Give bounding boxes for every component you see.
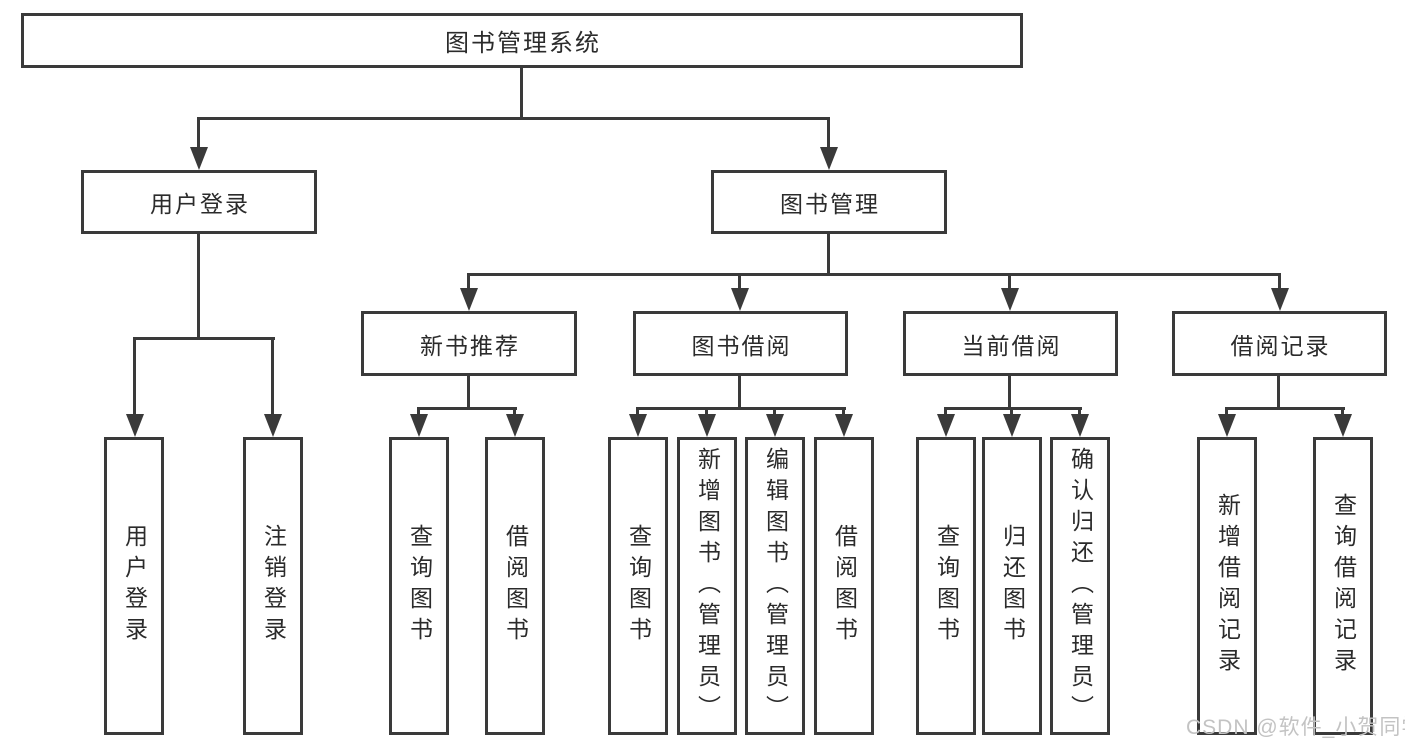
connector-line xyxy=(513,407,516,416)
node-query-books-recommend-label: 查询图书 xyxy=(406,524,433,648)
connector-line xyxy=(636,407,639,416)
node-logout: 注销登录 xyxy=(243,437,303,735)
arrowhead-icon xyxy=(820,147,838,170)
node-query-books-current: 查询图书 xyxy=(916,437,976,735)
connector-line xyxy=(197,117,200,148)
arrowhead-icon xyxy=(1271,288,1289,311)
connector-line xyxy=(1008,273,1011,290)
arrowhead-icon xyxy=(937,414,955,437)
csdn-watermark: CSDN @软件_小贺同学 xyxy=(1186,716,1405,739)
connector-line xyxy=(468,273,1281,276)
connector-line xyxy=(1225,407,1228,416)
node-new-book-recommendation-label: 新书推荐 xyxy=(420,332,520,359)
node-query-books-borrowing: 查询图书 xyxy=(608,437,668,735)
node-logout-label: 注销登录 xyxy=(260,524,287,648)
node-edit-book-admin: 编辑图书（管理员） xyxy=(745,437,805,735)
connector-line xyxy=(842,407,845,416)
arrowhead-icon xyxy=(126,414,144,437)
arrowhead-icon xyxy=(698,414,716,437)
arrowhead-icon xyxy=(1334,414,1352,437)
connector-line xyxy=(637,407,846,410)
arrowhead-icon xyxy=(1001,288,1019,311)
arrowhead-icon xyxy=(1003,414,1021,437)
arrowhead-icon xyxy=(629,414,647,437)
connector-line xyxy=(1078,407,1081,416)
node-query-books-current-label: 查询图书 xyxy=(933,524,960,648)
connector-line xyxy=(1010,407,1013,416)
node-query-borrow-record: 查询借阅记录 xyxy=(1313,437,1373,735)
connector-line xyxy=(271,337,274,415)
connector-line xyxy=(197,117,830,120)
connector-line xyxy=(417,407,420,416)
connector-line xyxy=(133,337,136,415)
arrowhead-icon xyxy=(1071,414,1089,437)
connector-line xyxy=(738,273,741,290)
node-user-login: 用户登录 xyxy=(81,170,317,234)
connector-line xyxy=(467,273,470,290)
node-add-borrow-record-label: 新增借阅记录 xyxy=(1214,493,1241,679)
node-borrow-books-borrowing: 借阅图书 xyxy=(814,437,874,735)
connector-line xyxy=(773,407,776,416)
node-return-book: 归还图书 xyxy=(982,437,1042,735)
connector-line xyxy=(1226,407,1345,410)
connector-line xyxy=(945,407,1082,410)
node-confirm-return-admin: 确认归还（管理员） xyxy=(1050,437,1110,735)
connector-line xyxy=(827,234,830,273)
node-library-system-label: 图书管理系统 xyxy=(445,30,601,57)
arrowhead-icon xyxy=(264,414,282,437)
node-borrow-books-recommend: 借阅图书 xyxy=(485,437,545,735)
node-book-management: 图书管理 xyxy=(711,170,947,234)
node-confirm-return-admin-label: 确认归还（管理员） xyxy=(1067,446,1094,726)
node-return-book-label: 归还图书 xyxy=(999,524,1026,648)
node-book-borrowing: 图书借阅 xyxy=(633,311,848,376)
connector-line xyxy=(1278,273,1281,290)
arrowhead-icon xyxy=(835,414,853,437)
node-add-book-admin-label: 新增图书（管理员） xyxy=(694,446,721,726)
arrowhead-icon xyxy=(460,288,478,311)
connector-line xyxy=(827,117,830,148)
node-add-borrow-record: 新增借阅记录 xyxy=(1197,437,1257,735)
connector-line xyxy=(1341,407,1344,416)
node-add-book-admin: 新增图书（管理员） xyxy=(677,437,737,735)
node-user-login-leaf-label: 用户登录 xyxy=(121,524,148,648)
arrowhead-icon xyxy=(766,414,784,437)
node-query-books-borrowing-label: 查询图书 xyxy=(625,524,652,648)
arrowhead-icon xyxy=(1218,414,1236,437)
arrowhead-icon xyxy=(731,288,749,311)
connector-line xyxy=(467,376,470,407)
node-borrowing-records: 借阅记录 xyxy=(1172,311,1387,376)
node-borrowing-records-label: 借阅记录 xyxy=(1230,332,1331,359)
arrowhead-icon xyxy=(506,414,524,437)
arrowhead-icon xyxy=(190,147,208,170)
connector-line xyxy=(738,376,741,407)
node-book-borrowing-label: 图书借阅 xyxy=(691,332,792,359)
connector-line xyxy=(1277,376,1280,407)
connector-line xyxy=(134,337,275,340)
node-library-system: 图书管理系统 xyxy=(21,13,1023,68)
node-query-borrow-record-label: 查询借阅记录 xyxy=(1330,493,1357,679)
node-borrow-books-borrowing-label: 借阅图书 xyxy=(831,524,858,648)
arrowhead-icon xyxy=(410,414,428,437)
node-current-borrowing-label: 当前借阅 xyxy=(961,332,1062,359)
node-borrow-books-recommend-label: 借阅图书 xyxy=(502,524,529,648)
node-user-login-label: 用户登录 xyxy=(150,191,250,217)
node-edit-book-admin-label: 编辑图书（管理员） xyxy=(762,446,789,726)
connector-line xyxy=(520,68,523,118)
connector-line xyxy=(944,407,947,416)
connector-line xyxy=(1008,376,1011,407)
node-user-login-leaf: 用户登录 xyxy=(104,437,164,735)
node-query-books-recommend: 查询图书 xyxy=(389,437,449,735)
connector-line xyxy=(197,234,200,337)
node-new-book-recommendation: 新书推荐 xyxy=(361,311,577,376)
connector-line xyxy=(418,407,517,410)
connector-line xyxy=(705,407,708,416)
node-book-management-label: 图书管理 xyxy=(780,191,880,217)
node-current-borrowing: 当前借阅 xyxy=(903,311,1118,376)
